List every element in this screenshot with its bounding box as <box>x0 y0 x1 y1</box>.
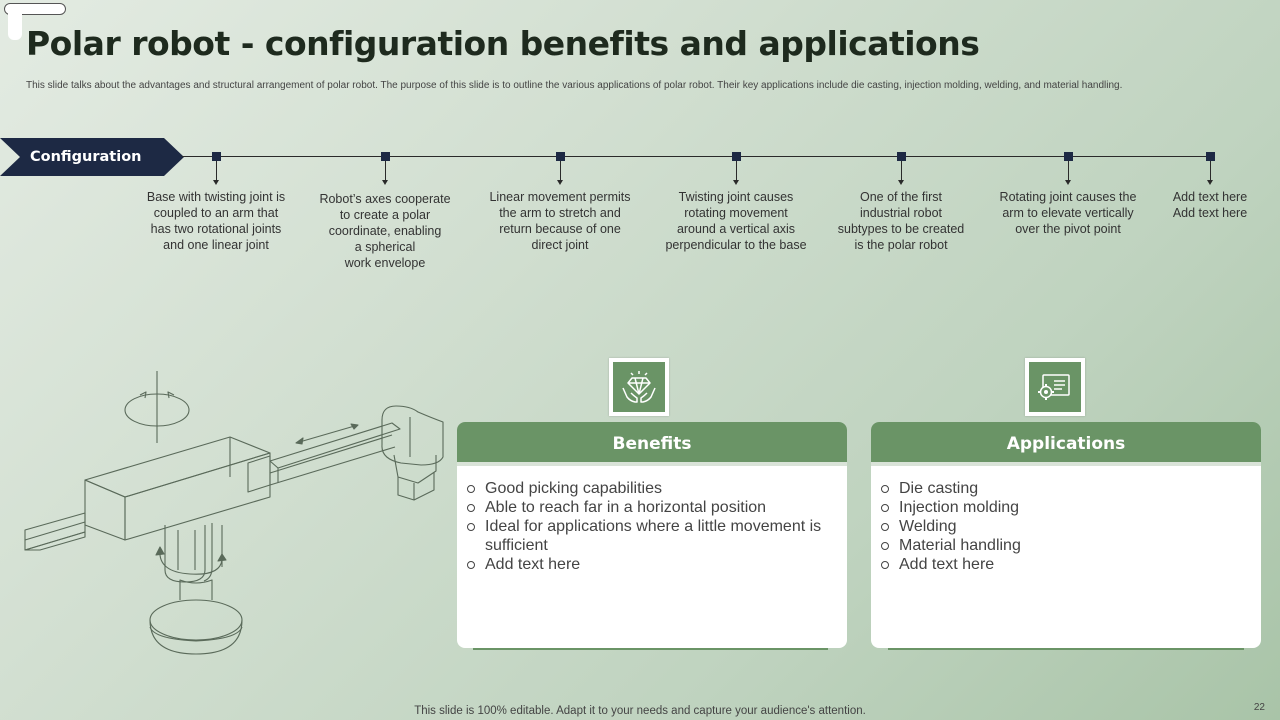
benefits-icon-box <box>609 358 669 416</box>
diamond-hands-icon <box>622 371 656 403</box>
list-item: Good picking capabilities <box>467 479 827 498</box>
timeline-text: Twisting joint causes rotating movement … <box>665 190 807 252</box>
applications-underline <box>888 648 1244 650</box>
timeline-node <box>1064 152 1073 161</box>
timeline-node <box>556 152 565 161</box>
timeline-node <box>1206 152 1215 161</box>
timeline-stem <box>385 161 386 181</box>
timeline-node <box>212 152 221 161</box>
timeline-arrow <box>213 180 219 185</box>
timeline-text: Robot’s axes cooperate to create a polar… <box>319 192 451 270</box>
timeline-text: Rotating joint causes the arm to elevate… <box>999 190 1137 236</box>
benefits-underline <box>473 648 828 650</box>
applications-card: Applications Die casting Injection moldi… <box>871 422 1261 648</box>
corner-notch <box>8 12 22 40</box>
timeline-arrow <box>733 180 739 185</box>
timeline-arrow <box>1207 180 1213 185</box>
slide-subtitle: This slide talks about the advantages an… <box>26 80 1123 91</box>
timeline-text: One of the first industrial robot subtyp… <box>837 190 965 252</box>
timeline-stem <box>216 161 217 181</box>
list-item: Material handling <box>881 536 1241 555</box>
timeline-arrow <box>557 180 563 185</box>
timeline-stem <box>560 161 561 181</box>
list-item: Add text here <box>881 555 1241 574</box>
timeline-node <box>381 152 390 161</box>
timeline-arrow <box>1065 180 1071 185</box>
slide-title: Polar robot - configuration benefits and… <box>26 24 980 63</box>
list-item: Ideal for applications where a little mo… <box>467 517 827 555</box>
applications-icon-box <box>1025 358 1085 416</box>
timeline-stem <box>1068 161 1069 181</box>
footer-note: This slide is 100% editable. Adapt it to… <box>414 705 866 717</box>
timeline-stem <box>736 161 737 181</box>
polar-robot-illustration <box>24 371 444 655</box>
timeline-arrow <box>382 180 388 185</box>
list-item: Able to reach far in a horizontal positi… <box>467 498 827 517</box>
applications-list: Die casting Injection molding Welding Ma… <box>871 466 1261 574</box>
applications-heading: Applications <box>871 422 1261 466</box>
timeline-text: Linear movement permits the arm to stret… <box>489 190 631 252</box>
timeline-stem <box>901 161 902 181</box>
list-item: Add text here <box>467 555 827 574</box>
gear-certificate-icon <box>1038 374 1070 400</box>
list-item: Welding <box>881 517 1241 536</box>
benefits-card: Benefits Good picking capabilities Able … <box>457 422 847 648</box>
list-item: Injection molding <box>881 498 1241 517</box>
timeline-text: Base with twisting joint is coupled to a… <box>146 190 286 252</box>
timeline-node <box>732 152 741 161</box>
benefits-list: Good picking capabilities Able to reach … <box>457 466 847 574</box>
page-number: 22 <box>1253 702 1265 713</box>
timeline-text: Add text here Add text here <box>1172 190 1248 220</box>
benefits-heading: Benefits <box>457 422 847 466</box>
timeline-node <box>897 152 906 161</box>
timeline-arrow <box>898 180 904 185</box>
timeline-line <box>182 156 1212 157</box>
timeline-stem <box>1210 161 1211 181</box>
list-item: Die casting <box>881 479 1241 498</box>
configuration-label: Configuration <box>0 138 184 176</box>
